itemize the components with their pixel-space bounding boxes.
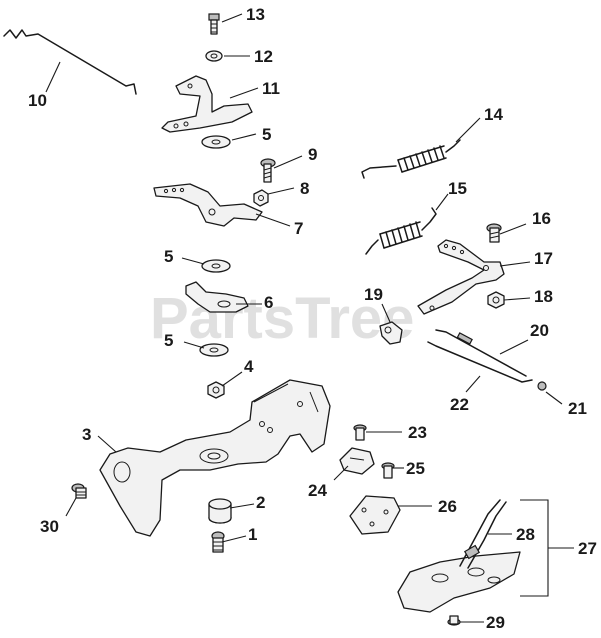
callout-17: 17: [534, 249, 553, 268]
callout-10: 10: [28, 91, 47, 110]
part-25-screw: [381, 462, 395, 479]
part-24-block: [339, 447, 375, 475]
callout-25: 25: [406, 459, 425, 478]
part-15-spring: [365, 207, 437, 255]
part-16-screw: [486, 223, 502, 243]
callout-9: 9: [308, 145, 317, 164]
callout-7: 7: [294, 219, 303, 238]
callout-12: 12: [254, 47, 273, 66]
callout-29: 29: [486, 613, 505, 632]
part-17-throttle-bracket: [417, 239, 505, 315]
callout-18: 18: [534, 287, 553, 306]
part-3-main-bracket: [99, 379, 331, 537]
callout-4: 4: [244, 357, 254, 376]
leader-lines: [45, 13, 574, 623]
part-10-governor-rod: [3, 29, 137, 95]
part-6-lever: [185, 281, 249, 313]
part-12-washer: [205, 50, 223, 62]
part-5-washer-b: [201, 259, 231, 273]
part-23-screw: [353, 424, 367, 441]
callout-22: 22: [450, 395, 469, 414]
callout-15: 15: [448, 179, 467, 198]
part-18-nut: [487, 291, 505, 309]
callout-6: 6: [264, 293, 273, 312]
part-30-screw: [71, 483, 87, 499]
part-2-spacer: [208, 498, 232, 524]
part-11-lever-bracket: [161, 75, 253, 133]
part-19-clip: [379, 321, 403, 345]
callout-23: 23: [408, 423, 427, 442]
part-9-screw: [260, 158, 276, 183]
part-5-washer-c: [199, 343, 229, 357]
callout-19: 19: [364, 285, 383, 304]
part-5-washer-a: [201, 135, 231, 149]
callout-8: 8: [300, 179, 309, 198]
part-28-cable-pair: [459, 499, 507, 569]
callout-26: 26: [438, 497, 457, 516]
callout-14: 14: [484, 105, 503, 124]
part-29-screw: [447, 615, 461, 626]
group-bracket-27: [520, 499, 549, 597]
part-14-spring: [361, 139, 461, 179]
part-8-nut: [253, 189, 269, 207]
callout-3: 3: [82, 425, 91, 444]
callout-20: 20: [530, 321, 549, 340]
callout-13: 13: [246, 5, 265, 24]
part-27-control-assembly: [397, 551, 521, 613]
callout-16: 16: [532, 209, 551, 228]
callout-11: 11: [262, 79, 280, 98]
callout-24: 24: [308, 481, 327, 500]
callout-1: 1: [248, 525, 257, 544]
callout-30: 30: [40, 517, 59, 536]
part-21-fastener: [537, 381, 547, 391]
part-7-control-lever: [153, 183, 263, 227]
part-13-screw: [208, 13, 220, 35]
callout-5a: 5: [262, 125, 271, 144]
callout-2: 2: [256, 493, 265, 512]
part-1-screw: [211, 531, 225, 553]
part-22-rod: [427, 341, 533, 383]
callout-5c: 5: [164, 331, 173, 350]
callout-27: 27: [578, 539, 597, 558]
part-20-rod: [435, 329, 527, 377]
callout-21: 21: [568, 399, 587, 418]
callout-5b: 5: [164, 247, 173, 266]
callout-28: 28: [516, 525, 535, 544]
part-26-plate: [349, 495, 401, 535]
part-4-nut: [207, 381, 225, 399]
